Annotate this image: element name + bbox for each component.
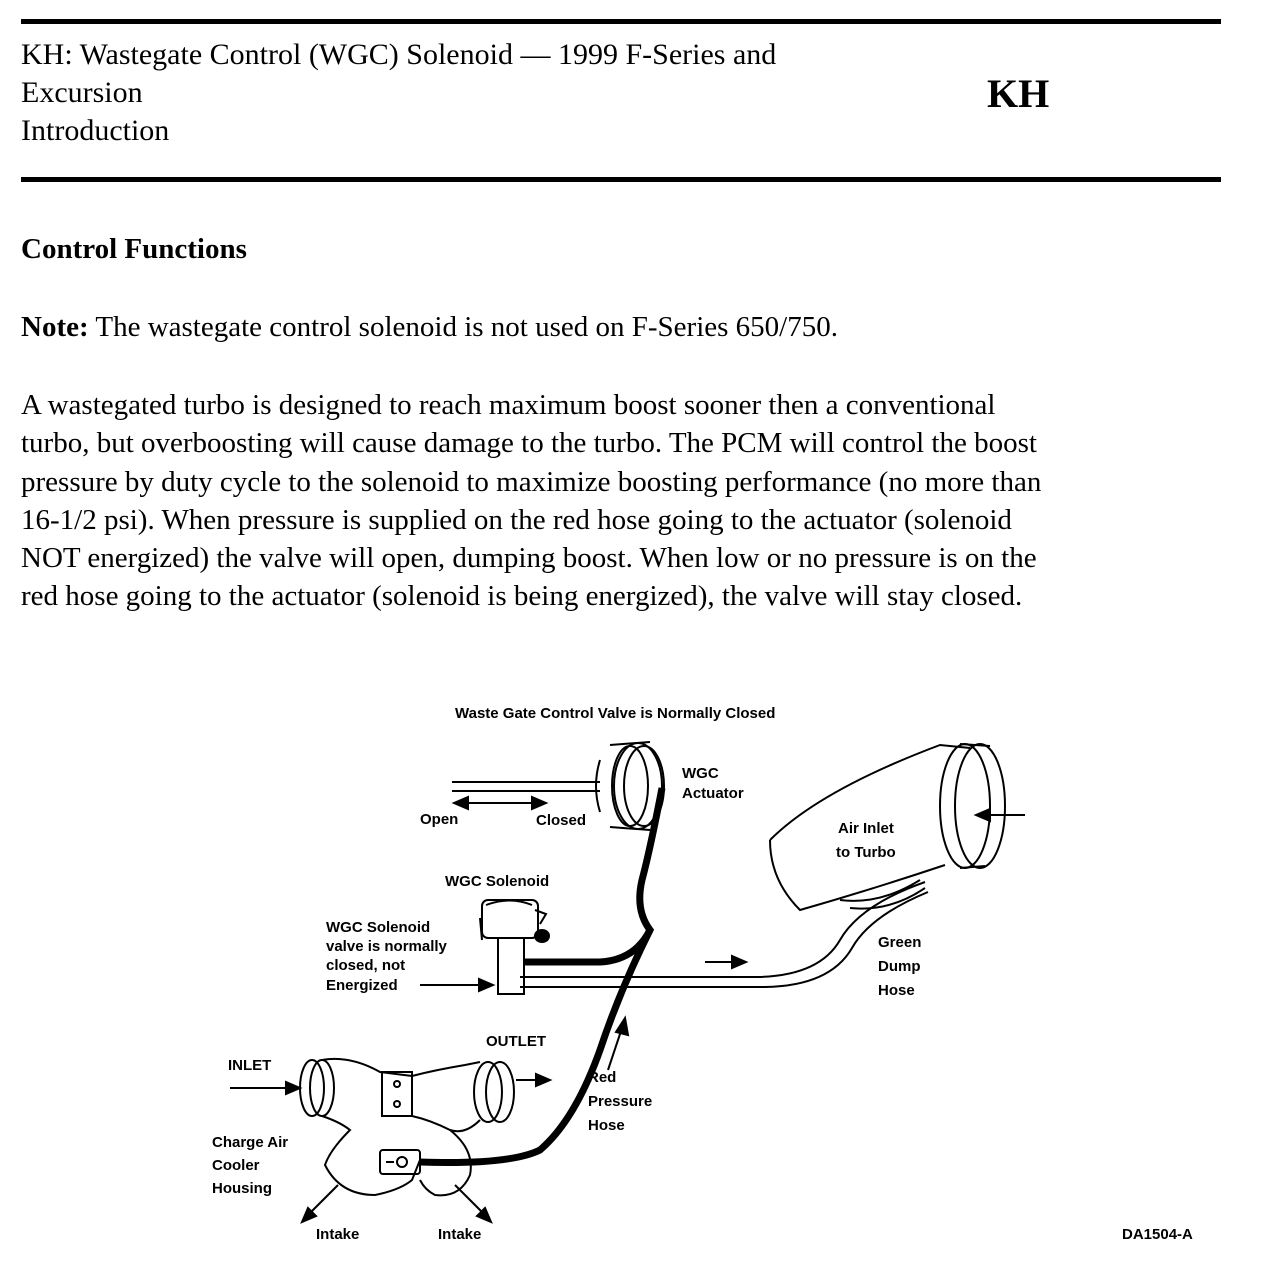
label-open: Open [420,811,458,828]
label-intake-left: Intake [316,1226,359,1243]
body-line: A wastegated turbo is designed to reach … [21,389,996,421]
note-text: The wastegate control solenoid is not us… [88,311,838,343]
solenoid-connector [534,929,550,943]
body-line: turbo, but overboosting will cause damag… [21,427,1037,460]
label-green-dump-hose: Green [878,934,921,951]
figure-title: Waste Gate Control Valve is Normally Clo… [455,705,775,722]
section-code: KH [987,71,1050,116]
label-inlet: INLET [228,1057,271,1074]
label-closed: Closed [536,812,586,829]
label-green-dump-hose: Dump [878,958,921,975]
solenoid-pointer-arrow [420,977,496,993]
label-solenoid-valve: valve is normally [326,938,448,955]
label-red-pressure-hose: Pressure [588,1093,652,1110]
inlet-arrow [973,807,1025,823]
title-line: Introduction [21,114,170,147]
label-air-inlet: Air Inlet [838,820,894,837]
top-rule [21,19,1221,24]
body-line: pressure by duty cycle to the solenoid t… [21,465,1042,498]
charge-air-cooler-housing-drawing [299,1057,515,1197]
label-solenoid-valve: WGC Solenoid [326,919,430,936]
body-line: NOT energized) the valve will open, dump… [21,542,1037,575]
title-line: KH: Wastegate Control (WGC) Solenoid — 1… [21,38,777,71]
title-line: Excursion [21,76,143,109]
header-bottom-rule [21,177,1221,182]
label-wgc-solenoid: WGC Solenoid [445,873,549,890]
label-charge-air-cooler: Housing [212,1180,272,1197]
label-solenoid-valve: closed, not [326,957,405,974]
body-paragraph: A wastegated turbo is designed to reach … [21,386,1236,616]
figure-code: DA1504-A [1122,1226,1193,1243]
air-inlet-pipe-drawing [769,743,1006,912]
inlet-flow-arrow [230,1080,303,1096]
intake-arrows [300,1184,493,1224]
wgc-actuator-drawing [452,741,665,831]
label-charge-air-cooler: Charge Air [212,1134,288,1151]
wgc-solenoid-drawing [479,899,548,995]
outlet-flow-arrow [516,1072,553,1088]
label-solenoid-valve: Energized [326,977,398,994]
actuator-hose-drawing [525,787,666,966]
label-air-inlet: to Turbo [836,844,896,861]
note-label: Note: [21,311,89,343]
note-paragraph: Note: The wastegate control solenoid is … [21,309,838,345]
label-green-dump-hose: Hose [878,982,915,999]
red-hose-pointer-arrow [607,1015,630,1071]
open-closed-arrows [451,795,549,811]
section-heading: Control Functions [21,233,247,265]
label-wgc-actuator: WGC [682,765,719,782]
dump-flow-arrow [705,954,749,970]
wastegate-diagram: Waste Gate Control Valve is Normally Clo… [180,690,1240,1250]
body-line: 16-1/2 psi). When pressure is supplied o… [21,503,1012,536]
label-charge-air-cooler: Cooler [212,1157,260,1174]
label-outlet: OUTLET [486,1033,546,1050]
label-red-pressure-hose: Hose [588,1117,625,1134]
document-title: KH: Wastegate Control (WGC) Solenoid — 1… [21,36,921,150]
label-wgc-actuator: Actuator [682,785,744,802]
body-line: red hose going to the actuator (solenoid… [21,580,1023,613]
label-red-pressure-hose: Red [588,1069,616,1086]
red-pressure-hose-drawing [419,928,654,1166]
label-intake-right: Intake [438,1226,481,1243]
green-dump-hose-drawing [520,881,929,988]
